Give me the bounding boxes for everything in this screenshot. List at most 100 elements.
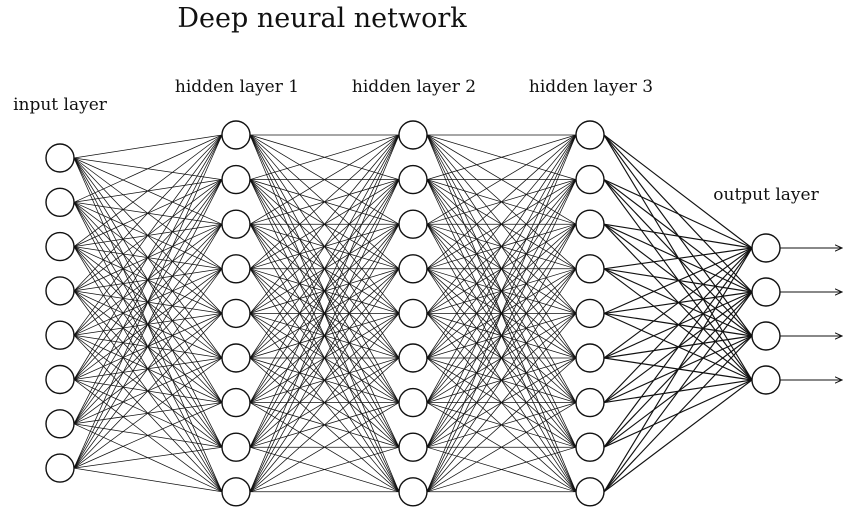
diagram-title: Deep neural network <box>177 3 467 34</box>
connection-hidden1-8-to-hidden2-5 <box>249 357 400 493</box>
connection-hidden3-8-to-output-1 <box>603 291 753 493</box>
connection-hidden2-8-to-hidden3-5 <box>426 357 577 493</box>
connection-input-7-to-hidden1-6 <box>73 402 223 469</box>
neuron-input-2 <box>45 231 75 262</box>
neuron-hidden2-7 <box>398 432 428 462</box>
neuron-hidden1-0 <box>221 120 251 150</box>
neuron-hidden1-7 <box>221 432 251 462</box>
layer-label-hidden-1: hidden layer 1 <box>175 77 299 97</box>
neuron-hidden2-1 <box>398 164 428 195</box>
neuron-hidden1-4 <box>221 298 251 329</box>
neuron-hidden1-2 <box>221 209 251 239</box>
neuron-input-7 <box>45 453 75 483</box>
neuron-hidden3-8 <box>575 477 605 507</box>
neuron-input-3 <box>45 276 75 306</box>
neuron-input-5 <box>45 364 75 395</box>
connection-input-3-to-hidden1-0 <box>73 134 223 292</box>
neuron-hidden2-8 <box>398 477 428 507</box>
neuron-hidden1-8 <box>221 477 251 507</box>
neuron-hidden3-5 <box>575 343 605 373</box>
connection-hidden1-8-to-hidden2-6 <box>249 402 400 493</box>
connection-input-2-to-hidden1-0 <box>73 134 223 247</box>
connection-hidden1-7-to-hidden2-0 <box>249 134 400 448</box>
connection-input-4-to-hidden1-0 <box>73 134 223 336</box>
connection-hidden1-8-to-hidden2-7 <box>249 446 400 493</box>
neuron-hidden3-1 <box>575 164 605 195</box>
neuron-hidden1-5 <box>221 343 251 373</box>
neuron-input-6 <box>45 409 75 439</box>
connection-hidden2-8-to-hidden3-3 <box>426 268 577 493</box>
connection-input-7-to-hidden1-4 <box>73 313 223 469</box>
connection-hidden3-7-to-output-0 <box>603 247 753 448</box>
neuron-hidden3-3 <box>575 254 605 284</box>
connection-hidden2-8-to-hidden3-7 <box>426 446 577 493</box>
connection-hidden1-2-to-hidden2-0 <box>249 134 400 225</box>
neuron-hidden2-4 <box>398 298 428 329</box>
connection-hidden2-8-to-hidden3-4 <box>426 313 577 493</box>
connection-hidden3-0-to-output-0 <box>603 134 753 249</box>
connection-hidden3-6-to-output-0 <box>603 247 753 403</box>
connection-hidden2-8-to-hidden3-6 <box>426 402 577 493</box>
connection-hidden2-8-to-hidden3-1 <box>426 179 577 492</box>
connection-input-7-to-hidden1-0 <box>73 134 223 469</box>
connection-hidden1-8-to-hidden2-0 <box>249 134 400 492</box>
neuron-input-1 <box>45 187 75 218</box>
connection-hidden2-7-to-hidden3-0 <box>426 134 577 448</box>
connection-hidden3-8-to-output-3 <box>603 379 753 493</box>
connection-hidden2-5-to-hidden3-0 <box>426 134 577 359</box>
layer-label-hidden-3: hidden layer 3 <box>529 77 653 97</box>
neuron-output-3 <box>751 365 781 395</box>
connection-hidden2-4-to-hidden3-0 <box>426 134 577 314</box>
neuron-hidden1-3 <box>221 254 251 284</box>
neuron-hidden3-0 <box>575 120 605 150</box>
neuron-hidden3-6 <box>575 387 605 418</box>
neuron-hidden1-6 <box>221 387 251 418</box>
connection-input-7-to-hidden1-2 <box>73 224 223 469</box>
connections <box>73 134 753 493</box>
neuron-input-4 <box>45 320 75 350</box>
neuron-output-2 <box>751 321 781 351</box>
connection-hidden2-8-to-hidden3-2 <box>426 224 577 492</box>
connection-hidden1-6-to-hidden2-0 <box>249 134 400 403</box>
neuron-hidden3-7 <box>575 432 605 462</box>
connection-hidden3-5-to-output-0 <box>603 247 753 359</box>
neuron-input-0 <box>45 143 75 173</box>
connection-hidden3-8-to-output-2 <box>603 335 753 493</box>
connection-hidden1-8-to-hidden2-3 <box>249 268 400 493</box>
connection-hidden2-3-to-hidden3-0 <box>426 134 577 270</box>
layer-label-input: input layer <box>13 95 108 115</box>
connection-input-0-to-hidden1-0 <box>73 134 223 159</box>
connection-input-5-to-hidden1-0 <box>73 134 223 380</box>
neuron-hidden2-2 <box>398 209 428 239</box>
connection-input-6-to-hidden1-0 <box>73 134 223 424</box>
connection-input-1-to-hidden1-0 <box>73 134 223 203</box>
connection-hidden3-3-to-output-0 <box>603 247 753 270</box>
neurons <box>45 120 781 507</box>
output-arrows <box>780 248 842 380</box>
layer-label-output: output layer <box>713 185 819 205</box>
connection-hidden1-5-to-hidden2-0 <box>249 134 400 359</box>
connection-input-7-to-hidden1-7 <box>73 446 223 469</box>
connection-hidden2-8-to-hidden3-0 <box>426 134 577 492</box>
neuron-hidden2-3 <box>398 254 428 284</box>
connection-hidden3-8-to-output-0 <box>603 247 753 493</box>
connection-hidden1-8-to-hidden2-4 <box>249 313 400 493</box>
connection-hidden3-4-to-output-0 <box>603 247 753 314</box>
connection-hidden2-6-to-hidden3-0 <box>426 134 577 403</box>
connection-hidden1-8-to-hidden2-2 <box>249 224 400 492</box>
neuron-output-0 <box>751 233 781 263</box>
connection-hidden2-1-to-hidden3-0 <box>426 134 577 180</box>
neuron-hidden2-5 <box>398 343 428 373</box>
connection-input-7-to-hidden1-3 <box>73 268 223 469</box>
connection-hidden1-4-to-hidden2-0 <box>249 134 400 314</box>
connection-hidden1-8-to-hidden2-1 <box>249 179 400 492</box>
connection-input-7-to-hidden1-8 <box>73 467 223 493</box>
connection-hidden3-1-to-output-0 <box>603 179 753 249</box>
layer-label-hidden-2: hidden layer 2 <box>352 77 476 97</box>
connection-input-7-to-hidden1-5 <box>73 357 223 469</box>
connection-hidden3-2-to-output-0 <box>603 223 753 249</box>
neuron-output-1 <box>751 277 781 307</box>
connection-hidden2-2-to-hidden3-0 <box>426 134 577 225</box>
